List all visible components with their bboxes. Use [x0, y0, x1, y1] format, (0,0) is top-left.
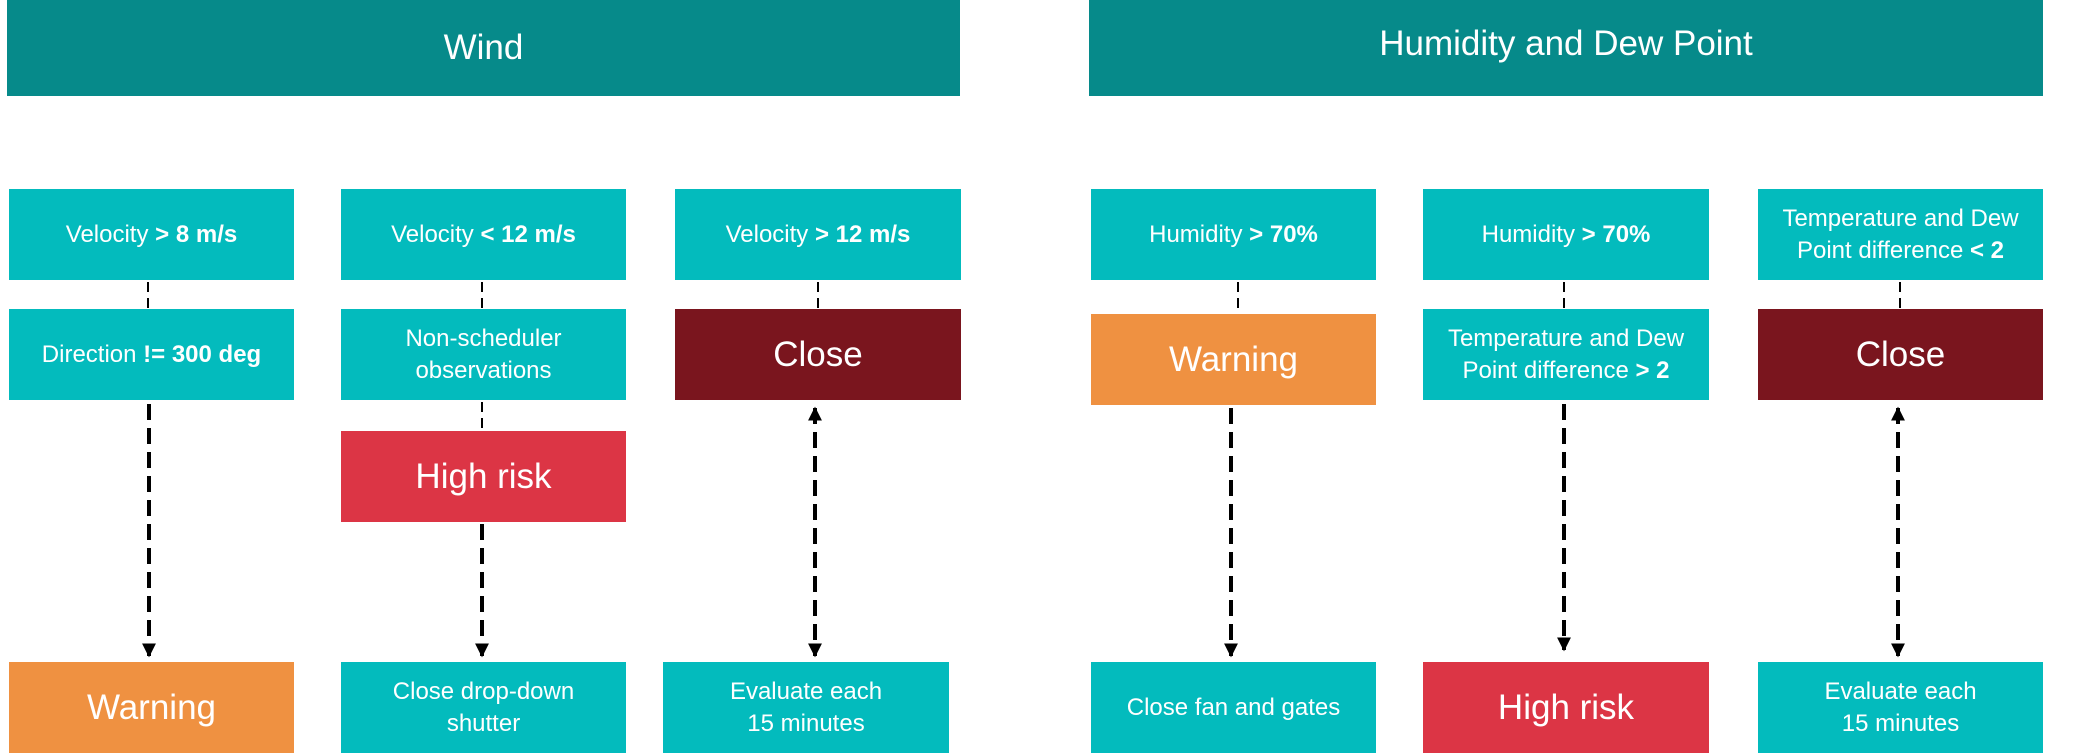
value: > 70%	[1581, 220, 1651, 248]
humidity-col3-condition1: Temperature and Dew Point difference < 2	[1758, 189, 2043, 280]
value: != 300 deg	[143, 340, 262, 368]
value: < 2	[1969, 236, 2005, 264]
line1: Evaluate each	[729, 678, 883, 706]
wind-section-header: Wind	[7, 0, 960, 96]
wind-col1-warning: Warning	[9, 662, 294, 753]
humidity-title: Humidity and Dew Point	[1379, 24, 1753, 63]
wind-col3-result: Evaluate each 15 minutes	[663, 662, 949, 753]
result: Warning	[86, 687, 217, 727]
wind-col2-condition1: Velocity < 12 m/s	[341, 189, 626, 280]
label: Velocity	[65, 220, 156, 248]
label: Velocity	[391, 220, 481, 248]
wind-col3-condition1: Velocity > 12 m/s	[675, 189, 961, 280]
line2: 15 minutes	[747, 709, 865, 737]
line1: Temperature and Dew	[1447, 325, 1685, 353]
humidity-col1-warning: Warning	[1091, 314, 1376, 405]
action: Warning	[1168, 339, 1299, 379]
humidity-col1-condition1: Humidity > 70%	[1091, 189, 1376, 280]
label: Humidity	[1149, 220, 1250, 248]
humidity-col3-result: Evaluate each 15 minutes	[1758, 662, 2043, 753]
value: > 70%	[1249, 220, 1318, 248]
humidity-col2-high-risk: High risk	[1423, 662, 1709, 753]
value: > 12 m/s	[814, 220, 911, 248]
humidity-col1-result: Close fan and gates	[1091, 662, 1376, 753]
label: Direction	[41, 340, 144, 368]
result: High risk	[1497, 687, 1635, 727]
label: Point difference	[1462, 356, 1636, 384]
label: Point difference	[1796, 236, 1970, 264]
value: < 12 m/s	[480, 220, 576, 248]
wind-col1-condition1: Velocity > 8 m/s	[9, 189, 294, 280]
line1: Close drop-down	[392, 678, 575, 706]
action: Close	[1855, 334, 1946, 374]
humidity-section-header: Humidity and Dew Point	[1089, 0, 2043, 96]
wind-col2-high-risk: High risk	[341, 431, 626, 522]
wind-col1-condition2: Direction != 300 deg	[9, 309, 294, 400]
risk: High risk	[415, 456, 552, 496]
result: Close fan and gates	[1126, 693, 1341, 721]
value: > 8 m/s	[155, 220, 238, 248]
wind-col2-condition2: Non-scheduler observations	[341, 309, 626, 400]
wind-title: Wind	[443, 28, 524, 67]
humidity-col3-close: Close	[1758, 309, 2043, 400]
value: > 2	[1635, 356, 1670, 384]
line1: Evaluate each	[1824, 678, 1977, 706]
wind-col2-result: Close drop-down shutter	[341, 662, 626, 753]
humidity-col2-condition2: Temperature and Dew Point difference > 2	[1423, 309, 1709, 400]
line2: observations	[415, 356, 552, 384]
line2: 15 minutes	[1841, 709, 1960, 737]
line2: shutter	[446, 709, 521, 737]
wind-col3-close: Close	[675, 309, 961, 400]
label: Velocity	[725, 220, 815, 248]
line1: Non-scheduler	[405, 325, 562, 353]
line1: Temperature and Dew	[1782, 205, 2019, 233]
action: Close	[773, 334, 863, 374]
humidity-col2-condition1: Humidity > 70%	[1423, 189, 1709, 280]
label: Humidity	[1481, 220, 1582, 248]
